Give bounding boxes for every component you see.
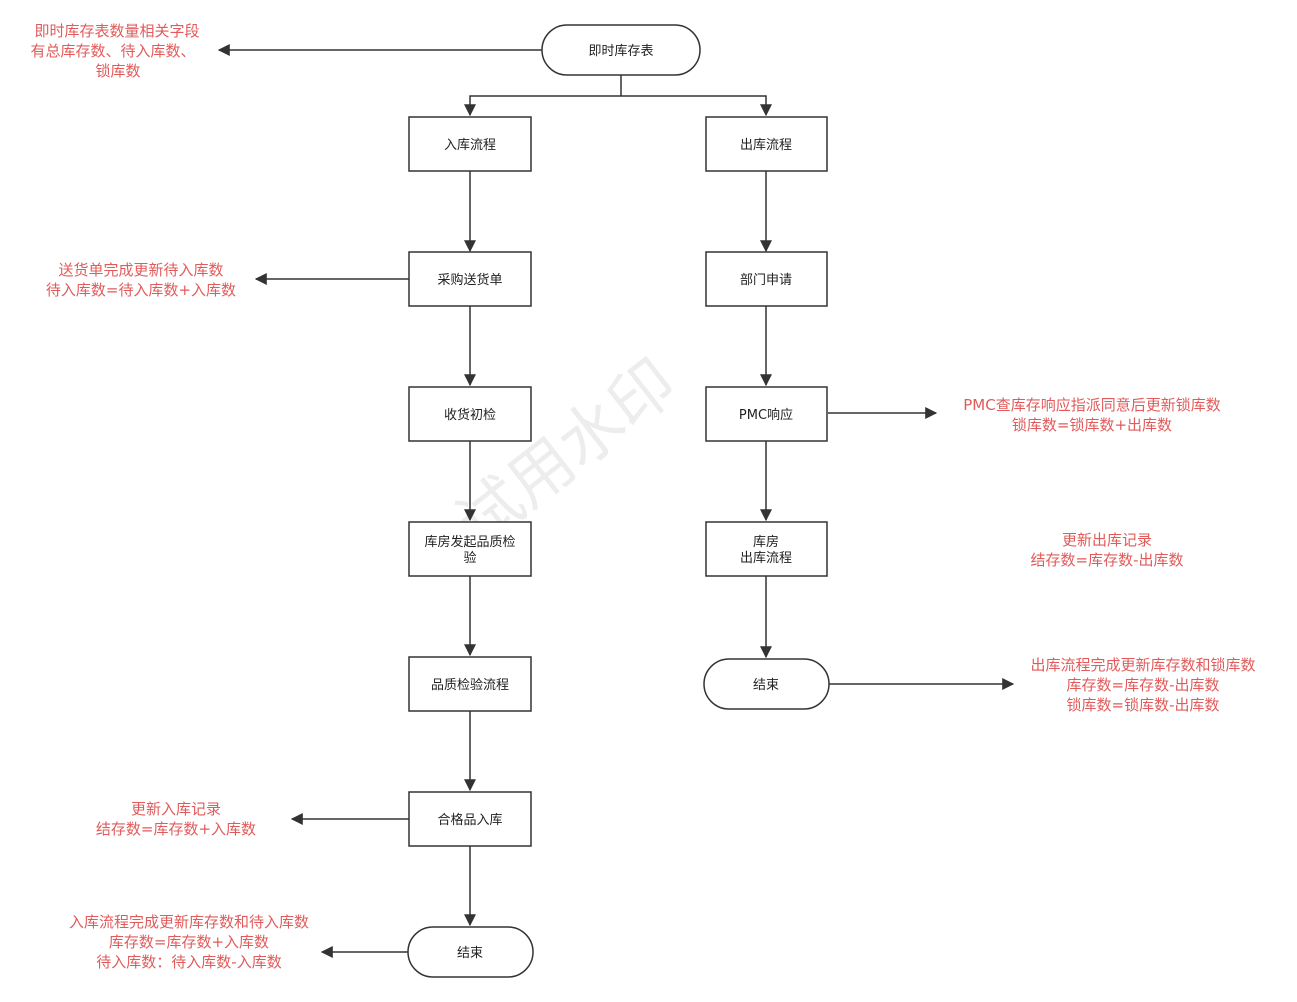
node-dept-apply-label: 部门申请 [740, 273, 792, 288]
note-pmc-update-line-2: 锁库数=锁库数+出库数 [1012, 416, 1172, 434]
note-inbound-complete-line-2: 库存数=库存数+入库数 [109, 933, 269, 951]
node-root[interactable]: 即时库存表 [541, 24, 701, 76]
note-delivery-update-line-2: 待入库数=待入库数+入库数 [46, 281, 236, 299]
note-inbound-record-line-2: 结存数=库存数+入库数 [96, 820, 256, 838]
note-pmc-update: PMC查库存响应指派同意后更新锁库数 锁库数=锁库数+出库数 [963, 396, 1220, 434]
note-delivery-update: 送货单完成更新待入库数 待入库数=待入库数+入库数 [46, 261, 236, 299]
note-delivery-update-line-1: 送货单完成更新待入库数 [58, 261, 223, 279]
note-pmc-update-line-1: PMC查库存响应指派同意后更新锁库数 [963, 396, 1220, 414]
note-outbound-complete-line-2: 库存数=库存数-出库数 [1067, 676, 1220, 694]
note-outbound-complete-line-1: 出库流程完成更新库存数和锁库数 [1030, 656, 1255, 674]
node-purchase-delivery-label: 采购送货单 [437, 272, 502, 288]
node-end-out[interactable]: 结束 [703, 658, 830, 710]
note-outbound-record-line-1: 更新出库记录 [1062, 531, 1152, 549]
note-root-fields-line-2: 有总库存数、待入库数、 [30, 42, 195, 60]
node-qualified-in-label: 合格品入库 [437, 812, 502, 828]
note-outbound-record: 更新出库记录 结存数=库存数-出库数 [1031, 531, 1184, 569]
edge-root-to-inbound [464, 95, 621, 117]
node-warehouse-qc-label-2: 验 [463, 550, 476, 566]
node-qc-flow[interactable]: 品质检验流程 [408, 656, 532, 712]
node-outbound[interactable]: 出库流程 [705, 116, 828, 172]
node-receive-check[interactable]: 收货初检 [408, 386, 532, 442]
note-inbound-record-line-1: 更新入库记录 [131, 800, 221, 818]
note-inbound-complete-line-1: 入库流程完成更新库存数和待入库数 [69, 913, 309, 931]
node-pmc-response[interactable]: PMC响应 [705, 386, 828, 442]
node-qualified-in[interactable]: 合格品入库 [408, 791, 532, 847]
node-warehouse-qc-label-1: 库房发起品质检 [424, 534, 515, 550]
edge-root-to-outbound [621, 95, 772, 117]
note-outbound-complete-line-3: 锁库数=锁库数-出库数 [1067, 696, 1220, 714]
node-receive-check-label: 收货初检 [444, 407, 496, 423]
node-purchase-delivery[interactable]: 采购送货单 [408, 251, 532, 307]
node-inbound-label: 入库流程 [444, 137, 496, 153]
note-inbound-complete: 入库流程完成更新库存数和待入库数 库存数=库存数+入库数 待入库数：待入库数-入… [69, 913, 309, 971]
node-root-label: 即时库存表 [588, 43, 653, 59]
node-warehouse-qc[interactable]: 库房发起品质检 验 [408, 521, 532, 577]
node-dept-apply[interactable]: 部门申请 [705, 251, 828, 307]
node-qc-flow-label: 品质检验流程 [431, 677, 509, 693]
note-root-fields-line-1: 即时库存表数量相关字段 [34, 22, 199, 40]
node-end-in-label: 结束 [457, 946, 483, 961]
node-outbound-label: 出库流程 [740, 137, 792, 153]
note-inbound-complete-line-3: 待入库数：待入库数-入库数 [96, 953, 281, 971]
note-inbound-record: 更新入库记录 结存数=库存数+入库数 [96, 800, 256, 838]
node-end-in[interactable]: 结束 [407, 926, 534, 978]
node-warehouse-out-label-1: 库房 [753, 534, 779, 550]
node-end-out-label: 结束 [753, 678, 779, 693]
node-warehouse-out[interactable]: 库房 出库流程 [705, 521, 828, 577]
node-warehouse-out-label-2: 出库流程 [740, 550, 792, 566]
node-inbound[interactable]: 入库流程 [408, 116, 532, 172]
node-pmc-response-label: PMC响应 [739, 407, 793, 423]
note-root-fields-line-3: 锁库数 [95, 62, 140, 80]
note-root-fields: 即时库存表数量相关字段 有总库存数、待入库数、 锁库数 [30, 22, 199, 80]
note-outbound-complete: 出库流程完成更新库存数和锁库数 库存数=库存数-出库数 锁库数=锁库数-出库数 [1030, 656, 1255, 714]
note-outbound-record-line-2: 结存数=库存数-出库数 [1031, 551, 1184, 569]
